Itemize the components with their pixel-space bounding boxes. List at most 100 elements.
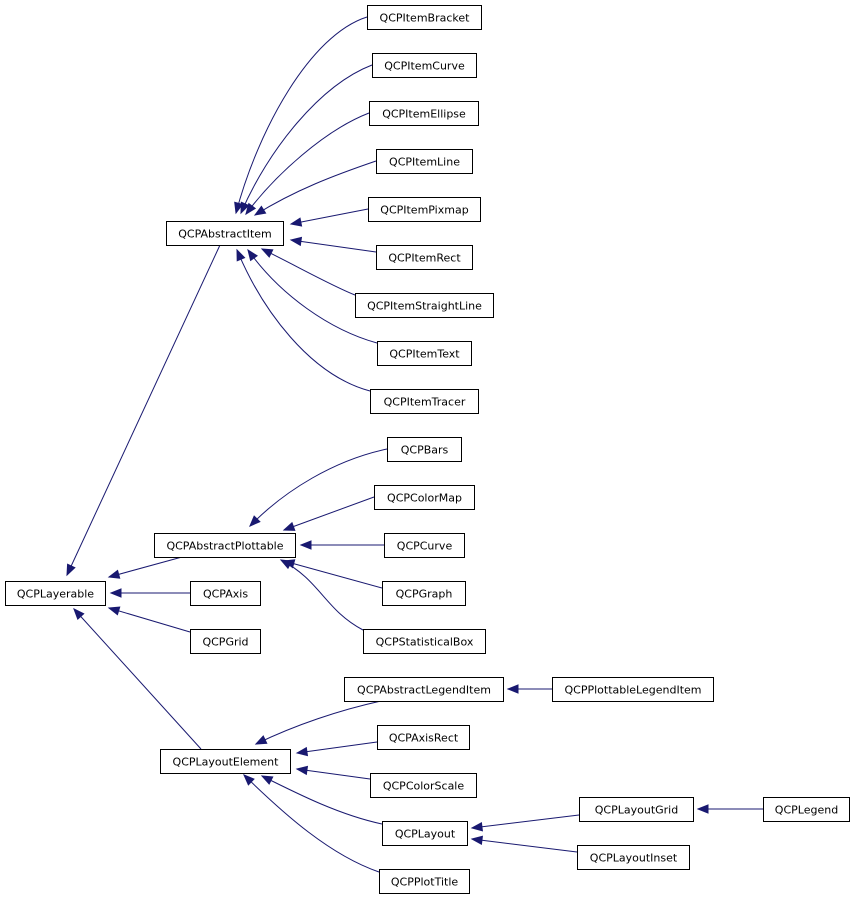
- node-qcp-axis[interactable]: QCPAxis: [190, 581, 261, 606]
- node-box[interactable]: [579, 797, 694, 822]
- node-box[interactable]: [190, 581, 261, 606]
- edge-qcp-statistical-box-to-qcp-abstract-plottable: [279, 559, 364, 631]
- node-box[interactable]: [376, 245, 473, 270]
- node-box[interactable]: [382, 821, 468, 846]
- edge-qcp-plot-title-to-qcp-layout-element: [243, 774, 380, 873]
- edge-line: [261, 248, 356, 296]
- node-label: QCPPlotTitle: [391, 876, 459, 889]
- node-qcp-layout[interactable]: QCPLayout: [382, 821, 468, 846]
- arrowhead-icon: [107, 606, 121, 616]
- arrowhead-icon: [289, 236, 303, 247]
- nodes-layer: QCPLayerable QCPAbstractItemQCPAbstractPl…: [5, 5, 850, 894]
- node-box[interactable]: [367, 5, 482, 30]
- node-box[interactable]: [552, 677, 714, 702]
- node-box[interactable]: [377, 341, 472, 366]
- node-qcp-layout-inset[interactable]: QCPLayoutInset: [577, 845, 690, 870]
- edge-qcp-item-line-to-qcp-abstract-item: [253, 160, 377, 216]
- node-label: QCPStatisticalBox: [376, 636, 474, 649]
- node-label: QCPColorScale: [383, 780, 465, 793]
- node-box[interactable]: [370, 773, 477, 798]
- node-label: QCPItemStraightLine: [367, 300, 482, 313]
- node-box[interactable]: [763, 797, 850, 822]
- edge-qcp-color-scale-to-qcp-layout-element: [295, 765, 371, 780]
- node-label: QCPPlottableLegendItem: [564, 684, 701, 697]
- arrowhead-icon: [289, 217, 303, 227]
- edge-line: [471, 838, 578, 853]
- node-qcp-item-rect[interactable]: QCPItemRect: [376, 245, 473, 270]
- node-qcp-item-straight-line[interactable]: QCPItemStraightLine: [355, 293, 494, 318]
- node-qcp-bars[interactable]: QCPBars: [387, 437, 462, 462]
- node-qcp-layout-element[interactable]: QCPLayoutElement: [160, 749, 291, 774]
- node-box[interactable]: [387, 437, 462, 462]
- node-qcp-item-pixmap[interactable]: QCPItemPixmap: [368, 197, 481, 222]
- node-box[interactable]: [384, 533, 465, 558]
- node-qcp-abstract-plottable[interactable]: QCPAbstractPlottable: [154, 533, 296, 558]
- edge-qcp-color-map-to-qcp-abstract-plottable: [282, 496, 375, 531]
- node-qcp-item-ellipse[interactable]: QCPItemEllipse: [369, 101, 479, 126]
- arrowhead-icon: [470, 835, 484, 845]
- node-qcp-item-line[interactable]: QCPItemLine: [376, 149, 473, 174]
- edge-qcp-abstract-plottable-to-qcp-layerable: [107, 556, 183, 579]
- node-box[interactable]: [379, 869, 470, 894]
- node-box[interactable]: [166, 221, 284, 246]
- node-qcp-plot-title[interactable]: QCPPlotTitle: [379, 869, 470, 894]
- node-qcp-plottable-legend-item[interactable]: QCPPlottableLegendItem: [552, 677, 714, 702]
- node-qcp-item-text[interactable]: QCPItemText: [377, 341, 472, 366]
- node-qcp-curve[interactable]: QCPCurve: [384, 533, 465, 558]
- node-label: QCPItemBracket: [380, 12, 471, 25]
- node-box[interactable]: [376, 149, 473, 174]
- node-box[interactable]: [363, 629, 486, 654]
- node-box[interactable]: [372, 53, 477, 78]
- edges-layer: [66, 16, 763, 873]
- node-box[interactable]: [374, 485, 475, 510]
- edge-line: [280, 559, 364, 631]
- node-qcp-color-map[interactable]: QCPColorMap: [374, 485, 475, 510]
- node-qcp-statistical-box[interactable]: QCPStatisticalBox: [363, 629, 486, 654]
- node-box[interactable]: [377, 725, 470, 750]
- node-box[interactable]: [382, 581, 466, 606]
- edge-qcp-item-pixmap-to-qcp-abstract-item: [289, 208, 369, 227]
- edge-line: [108, 607, 191, 633]
- arrowhead-icon: [299, 540, 312, 550]
- node-qcp-axis-rect[interactable]: QCPAxisRect: [377, 725, 470, 750]
- node-qcp-item-curve[interactable]: QCPItemCurve: [372, 53, 477, 78]
- node-qcp-graph[interactable]: QCPGraph: [382, 581, 466, 606]
- node-box[interactable]: [369, 101, 479, 126]
- node-box[interactable]: [5, 581, 106, 606]
- arrowhead-icon: [260, 248, 274, 258]
- node-box[interactable]: [370, 389, 479, 414]
- node-qcp-item-bracket[interactable]: QCPItemBracket: [367, 5, 482, 30]
- node-box[interactable]: [368, 197, 481, 222]
- node-label: QCPItemLine: [389, 156, 460, 169]
- node-label: QCPAbstractItem: [178, 228, 271, 241]
- arrowhead-icon: [107, 569, 121, 579]
- node-qcp-legend[interactable]: QCPLegend: [763, 797, 850, 822]
- node-label: QCPAbstractPlottable: [166, 540, 283, 553]
- edge-qcp-abstract-item-to-qcp-layerable: [66, 244, 221, 577]
- arrowhead-icon: [73, 608, 85, 620]
- edge-qcp-graph-to-qcp-abstract-plottable: [282, 559, 383, 589]
- arrowhead-icon: [253, 205, 267, 216]
- node-box[interactable]: [190, 629, 261, 654]
- node-box[interactable]: [154, 533, 296, 558]
- edge-line: [245, 112, 370, 215]
- node-label: QCPColorMap: [387, 492, 462, 505]
- node-qcp-color-scale[interactable]: QCPColorScale: [370, 773, 477, 798]
- edge-qcp-item-straight-line-to-qcp-abstract-item: [260, 248, 356, 296]
- arrowhead-icon: [282, 521, 296, 531]
- node-label: QCPLayoutGrid: [595, 804, 678, 817]
- node-qcp-abstract-legend-item[interactable]: QCPAbstractLegendItem: [344, 677, 504, 702]
- node-qcp-item-tracer[interactable]: QCPItemTracer: [370, 389, 479, 414]
- edge-line: [261, 775, 383, 825]
- node-box[interactable]: [355, 293, 494, 318]
- node-qcp-layerable[interactable]: QCPLayerable: [5, 581, 106, 606]
- node-qcp-layout-grid[interactable]: QCPLayoutGrid: [579, 797, 694, 822]
- node-qcp-grid[interactable]: QCPGrid: [190, 629, 261, 654]
- node-qcp-abstract-item[interactable]: QCPAbstractItem: [166, 221, 284, 246]
- node-box[interactable]: [577, 845, 690, 870]
- node-box[interactable]: [160, 749, 291, 774]
- node-box[interactable]: [344, 677, 504, 702]
- arrowhead-icon: [245, 202, 257, 216]
- edge-qcp-abstract-legend-item-to-qcp-layout-element: [254, 700, 382, 745]
